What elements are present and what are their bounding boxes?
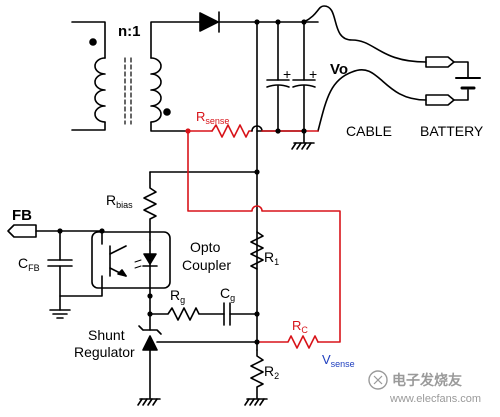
battery-connector-bottom bbox=[425, 89, 469, 106]
label-rsense: Rsense bbox=[196, 109, 229, 126]
sense-wire bbox=[187, 130, 341, 343]
opto-transistor-leads bbox=[59, 230, 103, 297]
watermark-url: www.elecfans.com bbox=[389, 393, 481, 405]
rg-resistor bbox=[149, 307, 225, 321]
ground-r2 bbox=[244, 398, 268, 406]
battery-cell bbox=[455, 77, 481, 90]
label-cap1-plus: + bbox=[283, 66, 291, 82]
rbias-resistor bbox=[143, 171, 157, 241]
cfb-capacitor bbox=[47, 230, 73, 311]
ground-cap bbox=[291, 130, 315, 150]
label-cg: Cg bbox=[220, 285, 235, 303]
label-cap2-plus: + bbox=[309, 66, 317, 82]
cg-capacitor bbox=[223, 302, 258, 326]
secondary-dot bbox=[163, 108, 171, 116]
label-ratio: n:1 bbox=[118, 23, 141, 40]
rsense-node-dot bbox=[185, 128, 191, 134]
primary-dot bbox=[89, 38, 97, 46]
transformer-core bbox=[124, 57, 132, 125]
label-rbias: Rbias bbox=[106, 192, 133, 210]
battery-connector-top bbox=[425, 56, 469, 79]
label-vsense: Vsense bbox=[322, 352, 355, 369]
output-capacitor-2 bbox=[292, 21, 316, 132]
label-cfb: CFB bbox=[18, 255, 40, 273]
label-cable: CABLE bbox=[346, 123, 392, 139]
label-r1: R1 bbox=[264, 249, 279, 267]
watermark-logo-icon bbox=[368, 370, 388, 390]
label-vo: Vo bbox=[330, 61, 348, 78]
r1-resistor bbox=[250, 231, 264, 270]
junction-dots bbox=[57, 19, 307, 345]
label-rg: Rg bbox=[170, 287, 185, 305]
ground-cfb bbox=[49, 309, 71, 319]
label-r2: R2 bbox=[264, 363, 279, 381]
r2-resistor bbox=[250, 349, 264, 399]
opto-coupler bbox=[91, 231, 171, 289]
label-opto-1: Opto bbox=[190, 239, 221, 255]
watermark-brand: 电子发烧友 bbox=[392, 372, 462, 388]
watermark: 电子发烧友 www.elecfans.com bbox=[368, 370, 481, 405]
transformer-primary bbox=[71, 21, 106, 131]
fb-terminal bbox=[7, 224, 103, 238]
rc-resistor bbox=[256, 335, 319, 349]
sense-path bbox=[187, 124, 341, 349]
label-rc: RC bbox=[292, 318, 308, 335]
rsense-resistor bbox=[211, 124, 319, 138]
label-battery: BATTERY bbox=[420, 123, 484, 139]
ground-shunt bbox=[137, 398, 161, 406]
shunt-regulator bbox=[138, 325, 258, 399]
label-fb: FB bbox=[12, 207, 32, 224]
cable bbox=[303, 5, 427, 132]
label-shunt-1: Shunt bbox=[88, 327, 125, 343]
output-capacitor-1 bbox=[266, 21, 290, 132]
transformer-secondary bbox=[150, 21, 201, 132]
label-shunt-2: Regulator bbox=[74, 344, 135, 360]
label-opto-2: Coupler bbox=[182, 257, 231, 273]
